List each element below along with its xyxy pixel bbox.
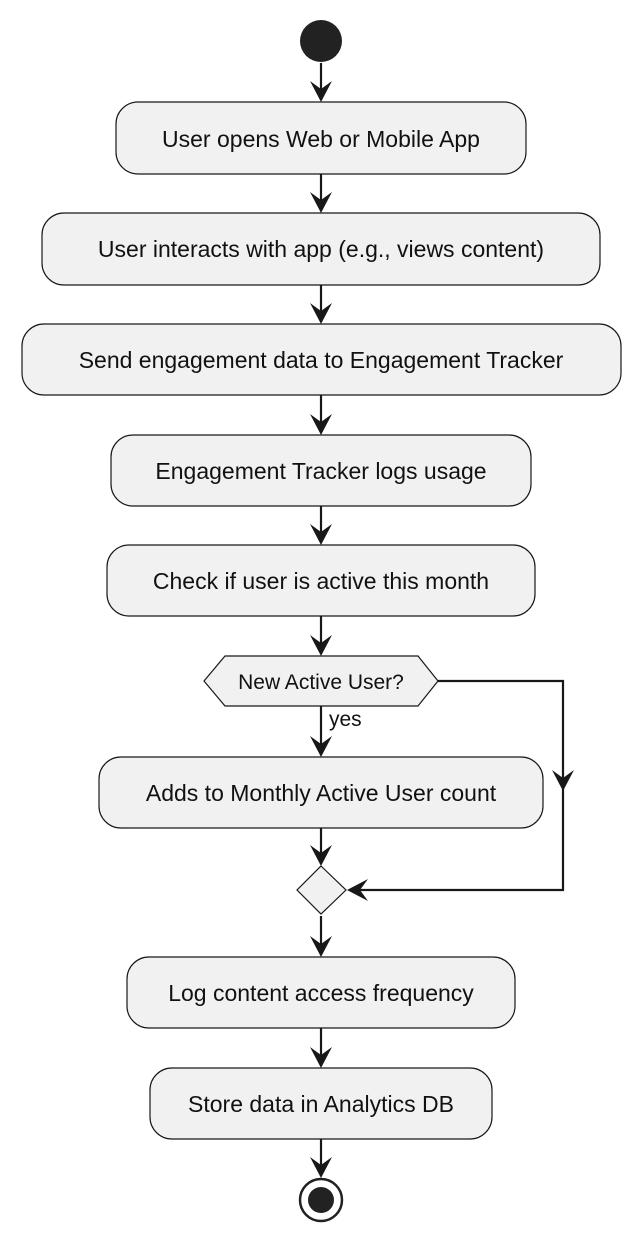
activity-label: Send engagement data to Engagement Track… (79, 347, 564, 373)
decision-label: New Active User? (238, 671, 404, 694)
arrowhead-adds (310, 736, 332, 757)
arrowhead-end (310, 1157, 332, 1178)
activity-label: User opens Web or Mobile App (162, 126, 480, 152)
arrowheads (310, 81, 574, 1178)
decision-node (203, 655, 439, 707)
merge-node (296, 865, 347, 915)
arrowhead-open-app (310, 81, 332, 102)
activity-logs-usage: Engagement Tracker logs usage (110, 434, 532, 507)
end-node-core (308, 1187, 334, 1213)
activity-box (41, 212, 601, 286)
arrowhead-interact (310, 192, 332, 213)
arrowhead-no-branch-down (552, 770, 574, 791)
activity-check-active: Check if user is active this month (106, 544, 536, 617)
activity-label: Log content access frequency (168, 980, 474, 1006)
arrowhead-send (310, 303, 332, 324)
activity-adds-mau: Adds to Monthly Active User count (98, 756, 544, 829)
activity-box (98, 756, 544, 829)
activity-box (21, 323, 622, 396)
arrowhead-logs (310, 414, 332, 435)
arrowhead-store (310, 1047, 332, 1068)
activity-label: Check if user is active this month (153, 568, 489, 594)
arrowhead-decision (310, 635, 332, 656)
end-node (298, 1177, 344, 1223)
start-node (300, 20, 342, 62)
activity-open-app: User opens Web or Mobile App (115, 101, 527, 175)
arrowhead-merge-from-adds (310, 845, 332, 866)
yes-branch-label: yes (329, 708, 362, 731)
activity-box (126, 956, 516, 1029)
arrowhead-check (310, 524, 332, 545)
activity-label: User interacts with app (e.g., views con… (98, 236, 544, 262)
arrowhead-log-frequency (310, 936, 332, 957)
activity-store-data: Store data in Analytics DB (149, 1067, 493, 1140)
activity-log-frequency: Log content access frequency (126, 956, 516, 1029)
arrowhead-merge-from-no (347, 879, 368, 901)
decision-new-active-user: New Active User? (203, 655, 439, 707)
activity-box (149, 1067, 493, 1140)
activity-label: Engagement Tracker logs usage (155, 458, 486, 484)
activity-box (110, 434, 532, 507)
activity-box (106, 544, 536, 617)
activity-label: Store data in Analytics DB (188, 1091, 454, 1117)
activity-label: Adds to Monthly Active User count (146, 780, 497, 806)
activity-interact: User interacts with app (e.g., views con… (41, 212, 601, 286)
activity-send-engagement: Send engagement data to Engagement Track… (21, 323, 622, 396)
activity-box (115, 101, 527, 175)
